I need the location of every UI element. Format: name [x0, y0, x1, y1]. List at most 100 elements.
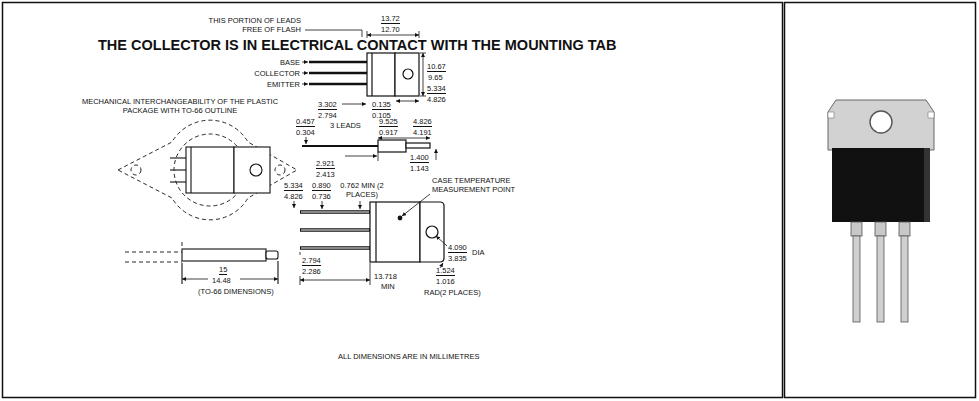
dimension-value: 5.334	[284, 181, 303, 191]
leads-top-view	[309, 61, 367, 63]
dimension-line	[300, 252, 301, 255]
lead-pointer	[302, 84, 308, 85]
dimension-value: 0.457	[296, 117, 315, 127]
package-bottom-view	[375, 202, 376, 262]
note-text: MECHANICAL INTERCHANGEABILITY OF THE PLA…	[70, 97, 290, 115]
dimension-line	[300, 280, 335, 281]
note-text: RAD(2 PLACES)	[424, 288, 481, 297]
package-bottom-view	[420, 202, 444, 262]
dimension-value: 15	[219, 265, 227, 275]
plastic-package-side	[182, 249, 266, 261]
dimension-value: 2.921	[316, 159, 335, 169]
dimension-line	[294, 201, 295, 208]
dimension-value: 1.400	[410, 153, 429, 163]
dimension-line	[335, 280, 370, 281]
plastic-package-plan	[170, 147, 270, 193]
pin-name: BASE	[280, 58, 300, 67]
leads-bottom-view	[300, 212, 370, 248]
dimension-value: 14.48	[212, 276, 231, 285]
to66-outline	[275, 165, 285, 175]
plastic-package-side	[266, 251, 278, 259]
device-photo	[832, 148, 930, 222]
lead-pointer	[302, 73, 308, 74]
dimension-line	[407, 101, 419, 102]
to66-outline	[118, 120, 297, 220]
plastic-package-plan	[190, 147, 191, 193]
dimension-value: 9.525	[379, 117, 398, 127]
dimension-line	[345, 156, 377, 157]
note-text: 3 LEADS	[330, 121, 361, 130]
package-side-view	[302, 145, 378, 147]
package-top-view	[403, 69, 413, 79]
device-photo	[828, 100, 934, 322]
package-bottom-view	[370, 202, 420, 262]
to66-side-outline	[125, 242, 182, 262]
device-photo	[877, 236, 884, 322]
device-photo	[851, 222, 862, 236]
leads-bottom-view	[300, 228, 370, 231]
dimension-line	[393, 35, 419, 36]
plastic-package-side	[181, 263, 182, 284]
leads-bottom-view	[300, 210, 370, 213]
dimension-value: 12.70	[381, 25, 400, 34]
lead-pointer	[302, 62, 308, 84]
frame	[3, 3, 783, 398]
dimension-line	[306, 137, 307, 144]
dimension-value: 13.718	[374, 272, 397, 281]
leads-bottom-view	[301, 247, 369, 248]
dimension-line	[419, 31, 420, 38]
dimension-line	[436, 236, 447, 246]
dimension-line	[402, 194, 430, 216]
dimension-value: 0.736	[312, 192, 331, 201]
dimension-value: 3.835	[448, 254, 467, 263]
dimension-line	[300, 276, 301, 285]
dimension-line	[378, 152, 379, 161]
leads-top-view	[309, 72, 367, 74]
dimension-value: 0.304	[296, 128, 315, 137]
note-text: DIA	[472, 248, 485, 257]
device-photo	[901, 236, 908, 322]
to66-outline	[118, 120, 297, 220]
dimension-line	[367, 35, 393, 36]
dimension-value: 13.72	[381, 14, 400, 24]
dimension-line	[360, 201, 361, 209]
dimension-line	[342, 104, 366, 105]
pin-name: COLLECTOR	[254, 69, 300, 78]
to66-side-outline	[125, 242, 182, 262]
dimension-line	[367, 31, 368, 38]
plastic-package-side	[277, 261, 278, 284]
dimension-line	[396, 101, 407, 102]
plastic-package-plan	[250, 164, 262, 176]
dimension-value: 5.334	[427, 84, 446, 94]
note-text: MIN	[381, 282, 395, 291]
dimension-value: 2.794	[318, 111, 337, 120]
lead-pointer	[302, 62, 308, 63]
leads-bottom-view	[300, 246, 370, 249]
leads-bottom-view	[301, 229, 369, 230]
dimension-value: 4.191	[413, 128, 432, 137]
dimension-line	[240, 279, 278, 280]
dimension-line	[182, 279, 208, 280]
dimension-line	[423, 74, 424, 96]
dimension-value: 10.67	[427, 62, 446, 72]
dimension-value: 3.302	[318, 100, 337, 110]
package-bottom-view	[370, 202, 444, 262]
dimension-value: 4.826	[413, 117, 432, 127]
dimension-line	[294, 194, 447, 285]
dimension-line	[305, 30, 362, 37]
plastic-package-plan	[234, 147, 270, 193]
dimension-value: 1.524	[436, 266, 455, 276]
plastic-package-plan	[170, 169, 186, 170]
package-bottom-view	[398, 216, 402, 220]
leads-top-view	[309, 62, 367, 84]
package-side-view	[302, 140, 430, 152]
to66-outline	[131, 165, 141, 175]
note-text: THIS PORTION OF LEADS FREE OF FLASH	[196, 16, 301, 34]
note-text: (TO-66 DIMENSIONS)	[198, 287, 274, 296]
dimension-value: 2.286	[302, 267, 321, 276]
dimension-value: 0.135	[372, 100, 391, 110]
note-text: CASE TEMPERATURE MEASUREMENT POINT	[432, 176, 532, 194]
package-top-view	[395, 53, 419, 96]
title: THE COLLECTOR IS IN ELECTRICAL CONTACT W…	[98, 38, 616, 53]
